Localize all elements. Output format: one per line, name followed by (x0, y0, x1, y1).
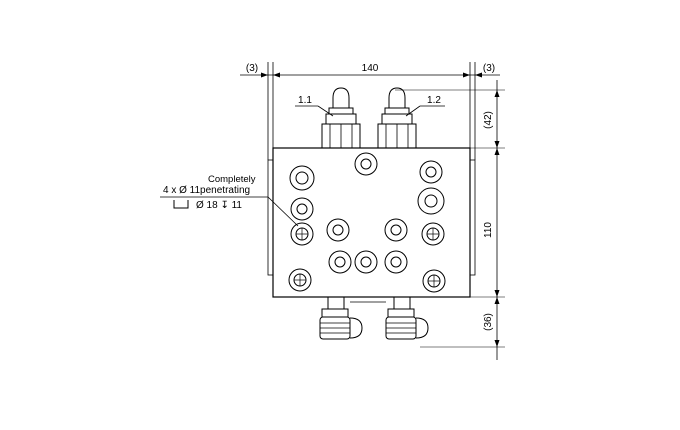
port (328, 250, 352, 274)
dim-left-offset: (3) (246, 63, 258, 74)
port (417, 187, 445, 215)
dim-top-height: (42) (483, 111, 494, 129)
port (290, 197, 314, 221)
mounting-hole (421, 222, 445, 246)
valve-label-2-text: 1.2 (427, 95, 441, 106)
mounting-holes (288, 222, 446, 293)
dim-body-height: 110 (483, 222, 494, 238)
callout-line-1: Completely (208, 174, 256, 185)
dim-overall-width: 140 (362, 63, 379, 74)
valve-label-1-text: 1.1 (298, 95, 312, 106)
callout-line-2: 4 x Ø 11penetrating (163, 185, 250, 196)
port (289, 165, 315, 191)
valve-cartridge-2 (377, 87, 417, 149)
ports (289, 152, 445, 274)
counterbore-symbol (173, 200, 189, 209)
bottom-connector-1 (319, 296, 363, 340)
right-dimensions: (42) 110 (36) (395, 80, 505, 360)
bottom-connector-2 (385, 296, 429, 340)
port (326, 218, 350, 242)
dim-right-offset: (3) (483, 63, 495, 74)
hole-callout: Completely 4 x Ø 11penetrating Ø 18 ↧ 11 (160, 174, 299, 227)
port (419, 160, 443, 184)
valve-label-1: 1.1 (295, 95, 334, 117)
mounting-hole (422, 269, 446, 293)
port (384, 218, 408, 242)
dim-bottom-height: (36) (483, 313, 494, 331)
port (354, 152, 378, 176)
port (384, 250, 408, 274)
port (354, 250, 378, 274)
mounting-hole (288, 268, 312, 292)
callout-line-3: Ø 18 ↧ 11 (196, 200, 242, 211)
top-dimensions: (3) 140 (3) (240, 62, 500, 160)
valve-block-body (267, 147, 476, 298)
valve-cartridge-1 (321, 87, 361, 149)
mounting-hole (290, 222, 314, 246)
valve-label-2: 1.2 (405, 95, 445, 117)
